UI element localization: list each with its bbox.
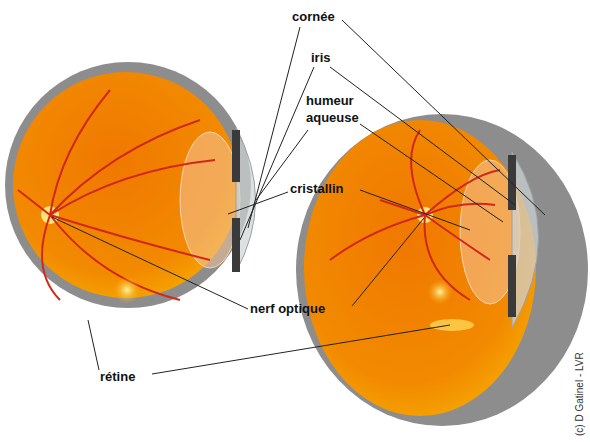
watermark: (c) D Gatinel - LVR: [571, 352, 588, 436]
part-label: nerf optique: [250, 300, 325, 317]
part-label: iris: [311, 49, 331, 66]
part-label: rétine: [100, 368, 135, 385]
leader-lines: [52, 20, 545, 374]
part-label: humeur aqueuse: [306, 92, 368, 126]
left-eye: [5, 62, 256, 308]
part-label: cristallin: [290, 180, 343, 197]
right-eye: [296, 114, 588, 426]
part-label: cornée: [292, 8, 335, 25]
